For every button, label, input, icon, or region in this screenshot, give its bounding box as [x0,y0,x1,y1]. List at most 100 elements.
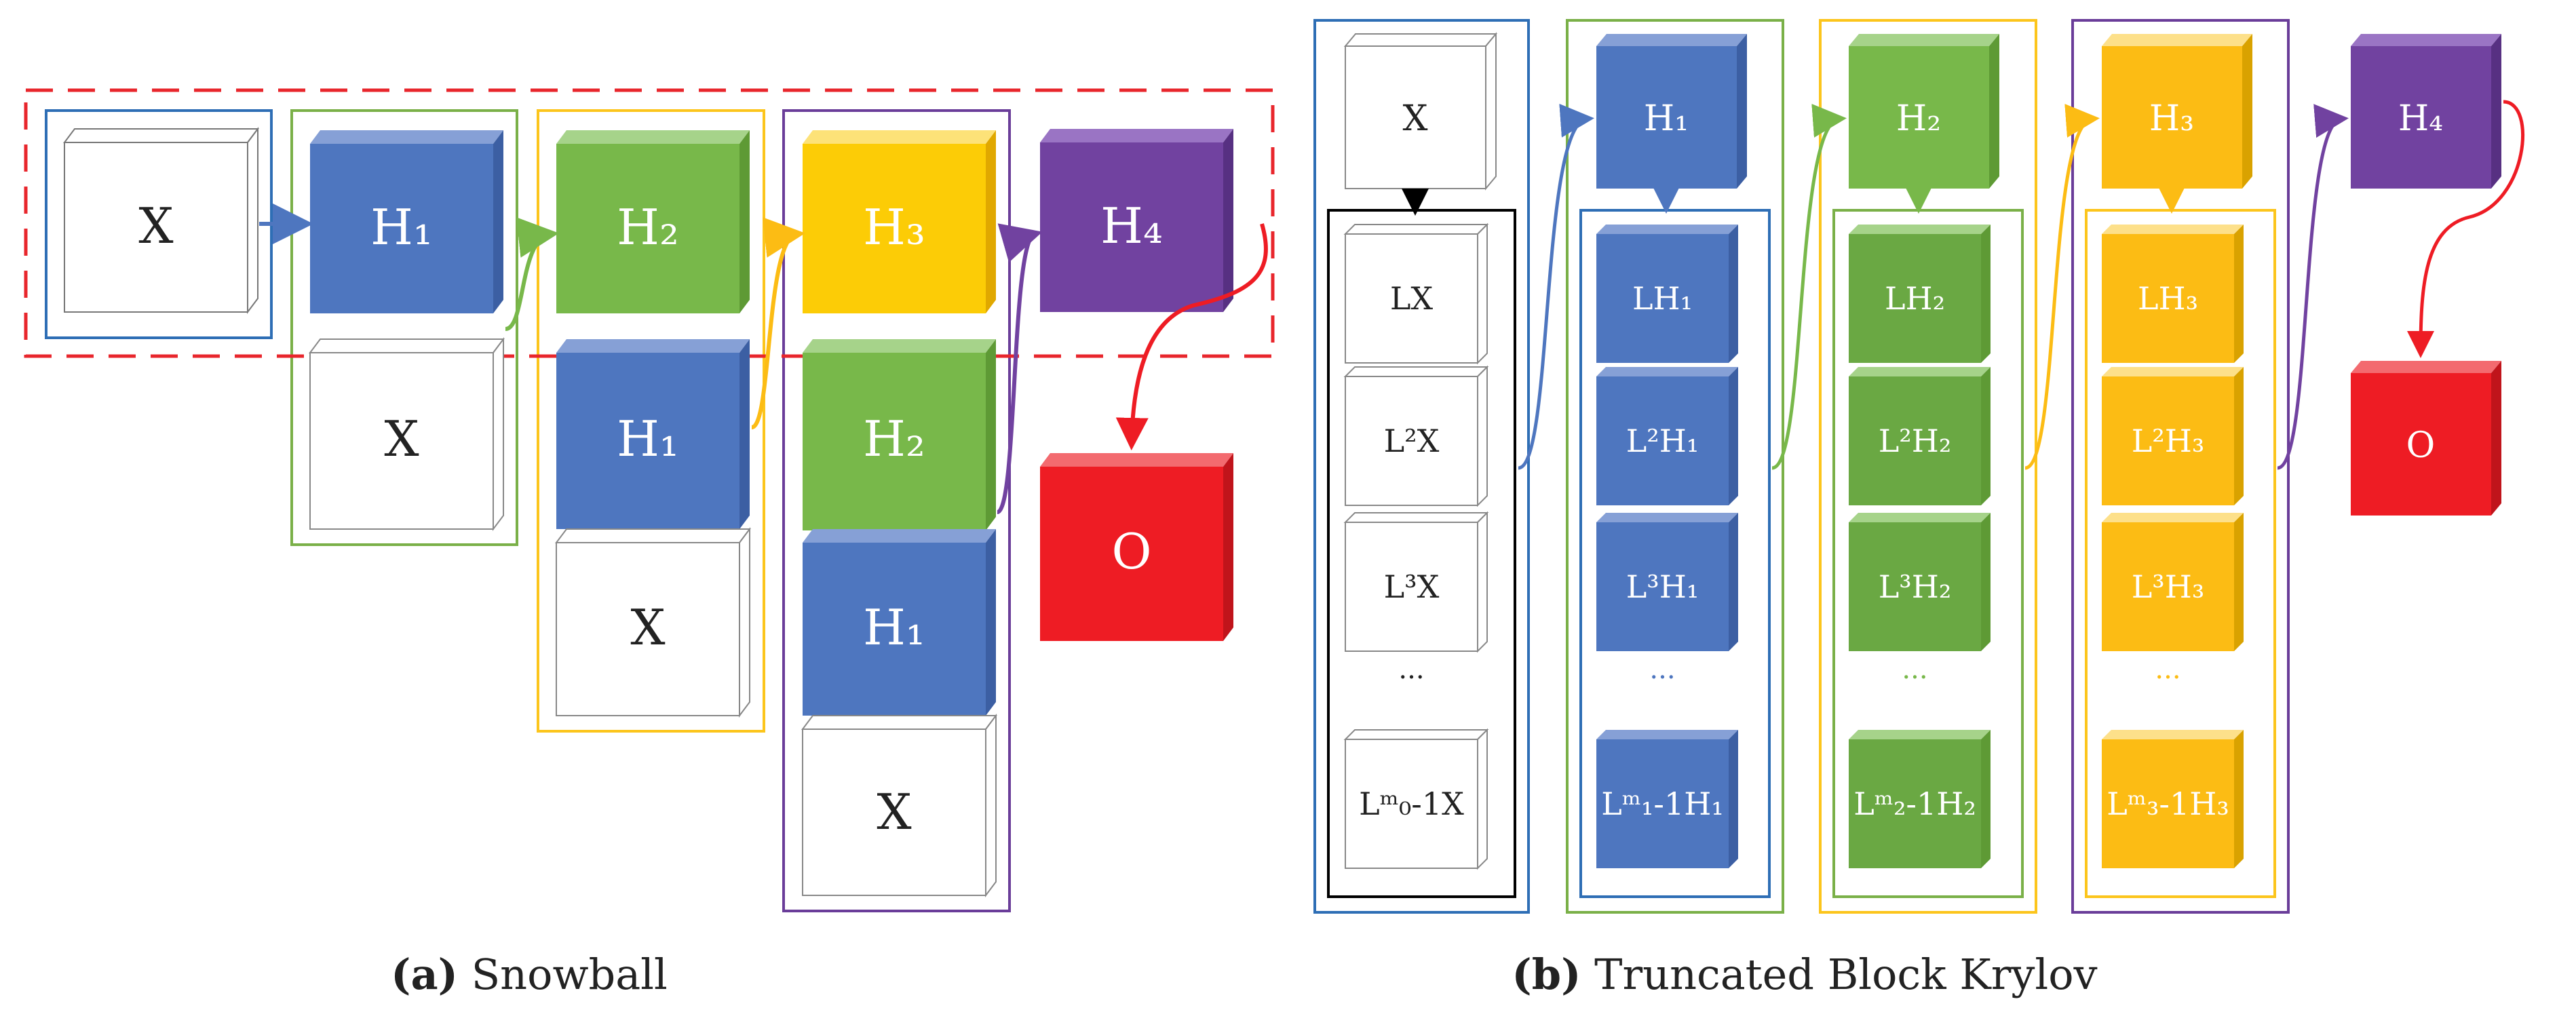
krylov-h2-label: H₂ [1896,98,1941,139]
snowball-arrow-h4-to-output [1115,223,1268,450]
col1-label-5: Lᵐ₁-1H₁ [1601,785,1724,822]
snowball-col3-h2-cube: H₂ [803,339,996,530]
krylov-frame-blue [1313,19,1530,914]
col0-cube-1: LX [1343,222,1489,365]
snowball-col3-h2-label: H₂ [863,410,925,467]
snowball-h1-label: H₁ [370,199,433,256]
caption-b-text: Truncated Block Krylov [1581,950,2098,999]
snowball-output-label: O [1111,523,1151,580]
snowball-col2-x-label: X [630,599,665,656]
snowball-col1-x-label: X [384,410,419,467]
col3-ellipsis: ... [2155,654,2180,685]
col0-label-5: Lᵐ₀-1X [1359,785,1464,822]
krylov-h1-label: H₁ [1644,98,1689,139]
snowball-arrow-h2-to-h3 [750,217,805,429]
col2-cube-3: L³H₂ [1849,513,1991,651]
krylov-arrow-col3-to-h4 [2277,104,2349,470]
caption-a-label: (a) [391,950,458,999]
krylov-frame-yellow [1819,19,2037,914]
col1-label-1: LH₁ [1632,280,1693,317]
col2-ellipsis: ... [1902,654,1927,685]
col1-cube-3: L³H₁ [1596,513,1738,651]
caption-b: (b) Truncated Block Krylov [1309,950,2300,999]
krylov-output-label: O [2406,425,2436,466]
snowball-h3-cube: H₃ [803,130,996,313]
col3-cube-5: Lᵐ₃-1H₃ [2102,730,2244,868]
snowball-col2-h1-cube: H₁ [556,339,750,529]
krylov-h4-cube: H₄ [2351,34,2501,189]
snowball-col3-h1-label: H₁ [863,599,925,656]
col2-label-1: LH₂ [1885,280,1945,317]
snowball-col3-x-label: X [877,783,911,840]
col2-label-2: L²H₂ [1879,423,1952,459]
col0-cube-5: Lᵐ₀-1X [1343,728,1489,870]
col1-cube-2: L²H₁ [1596,367,1738,505]
caption-a-text: Snowball [458,950,668,999]
snowball-col2-x-cube: X [555,527,751,718]
krylov-col0-stack: LX L²X L³X... Lᵐ₀-1X [1343,222,1489,870]
krylov-h3-label: H₃ [2149,98,2194,139]
col1-label-3: L³H₁ [1626,568,1699,605]
krylov-h4-label: H₄ [2398,98,2443,139]
krylov-arrow-col1-to-h2 [1771,104,1847,470]
col1-ellipsis: ... [1649,654,1675,685]
col0-label-3: L³X [1384,568,1440,605]
col3-label-2: L²H₃ [2132,423,2205,459]
col3-cube-1: LH₃ [2102,225,2244,363]
snowball-input-x-label: X [138,197,173,254]
snowball-output-cube: O [1040,453,1233,641]
col1-cube-5: Lᵐ₁-1H₁ [1596,730,1738,868]
snowball-h3-label: H₃ [863,199,925,256]
snowball-arrow-h3-to-h4 [996,223,1043,514]
krylov-col2-stack: LH₂ L²H₂ L³H₂... Lᵐ₂-1H₂ [1849,225,1991,868]
snowball-frame-yellow [537,109,765,733]
col1-label-2: L²H₁ [1626,423,1699,459]
krylov-arrow-col0-to-h1 [1518,104,1594,470]
snowball-arrow-h1-to-h2 [505,217,559,331]
snowball-h2-label: H₂ [617,199,679,256]
snowball-frame-purple [782,109,1011,912]
krylov-h1-cube: H₁ [1596,34,1747,189]
col0-cube-3: L³X [1343,511,1489,653]
snowball-col2-h1-label: H₁ [617,410,679,467]
col0-cube-2: L²X [1343,365,1489,507]
col0-label-2: L²X [1384,423,1440,459]
krylov-diagram: X H₁ H₂ H₃ H₄ O [1313,19,2524,914]
snowball-h4-cube: H₄ [1040,129,1233,312]
col3-label-3: L³H₃ [2132,568,2205,605]
snowball-h4-label: H₄ [1100,197,1163,254]
col0-ellipsis: ... [1398,654,1424,685]
krylov-input-x-label: X [1402,98,1427,139]
col2-cube-5: Lᵐ₂-1H₂ [1849,730,1991,868]
snowball-frame-green [290,109,518,546]
snowball-col3-x-cube: X [801,714,997,897]
caption-a: (a) Snowball [0,950,1058,999]
col2-cube-2: L²H₂ [1849,367,1991,505]
krylov-h3-cube: H₃ [2102,34,2252,189]
col2-label-5: Lᵐ₂-1H₂ [1853,785,1976,822]
snowball-col3-h1-cube: H₁ [803,529,996,716]
krylov-arrow-col2-to-h3 [2024,104,2100,470]
col2-label-3: L³H₂ [1879,568,1952,605]
col3-cube-2: L²H₃ [2102,367,2244,505]
col3-label-5: Lᵐ₃-1H₃ [2107,785,2229,822]
col0-label-1: LX [1390,280,1434,317]
krylov-frame-purple [2071,19,2290,914]
krylov-col3-stack: LH₃ L²H₃ L³H₃... Lᵐ₃-1H₃ [2102,225,2244,868]
snowball-col1-x-cube: X [309,337,505,531]
snowball-h2-cube: H₂ [556,130,750,313]
caption-b-label: (b) [1512,950,1581,999]
krylov-frame-green [1566,19,1784,914]
krylov-input-x-cube: X [1343,32,1498,191]
krylov-h2-cube: H₂ [1849,34,1999,189]
krylov-col1-stack: LH₁ L²H₁ L³H₁... Lᵐ₁-1H₁ [1596,225,1738,868]
col3-cube-3: L³H₃ [2102,513,2244,651]
krylov-arrow-h4-to-output [2407,100,2524,358]
col3-label-1: LH₃ [2138,280,2198,317]
col1-cube-1: LH₁ [1596,225,1738,363]
snowball-diagram: X H₁ X H₂ H₁ [24,88,1275,912]
snowball-h1-cube: H₁ [310,130,503,313]
col2-cube-1: LH₂ [1849,225,1991,363]
